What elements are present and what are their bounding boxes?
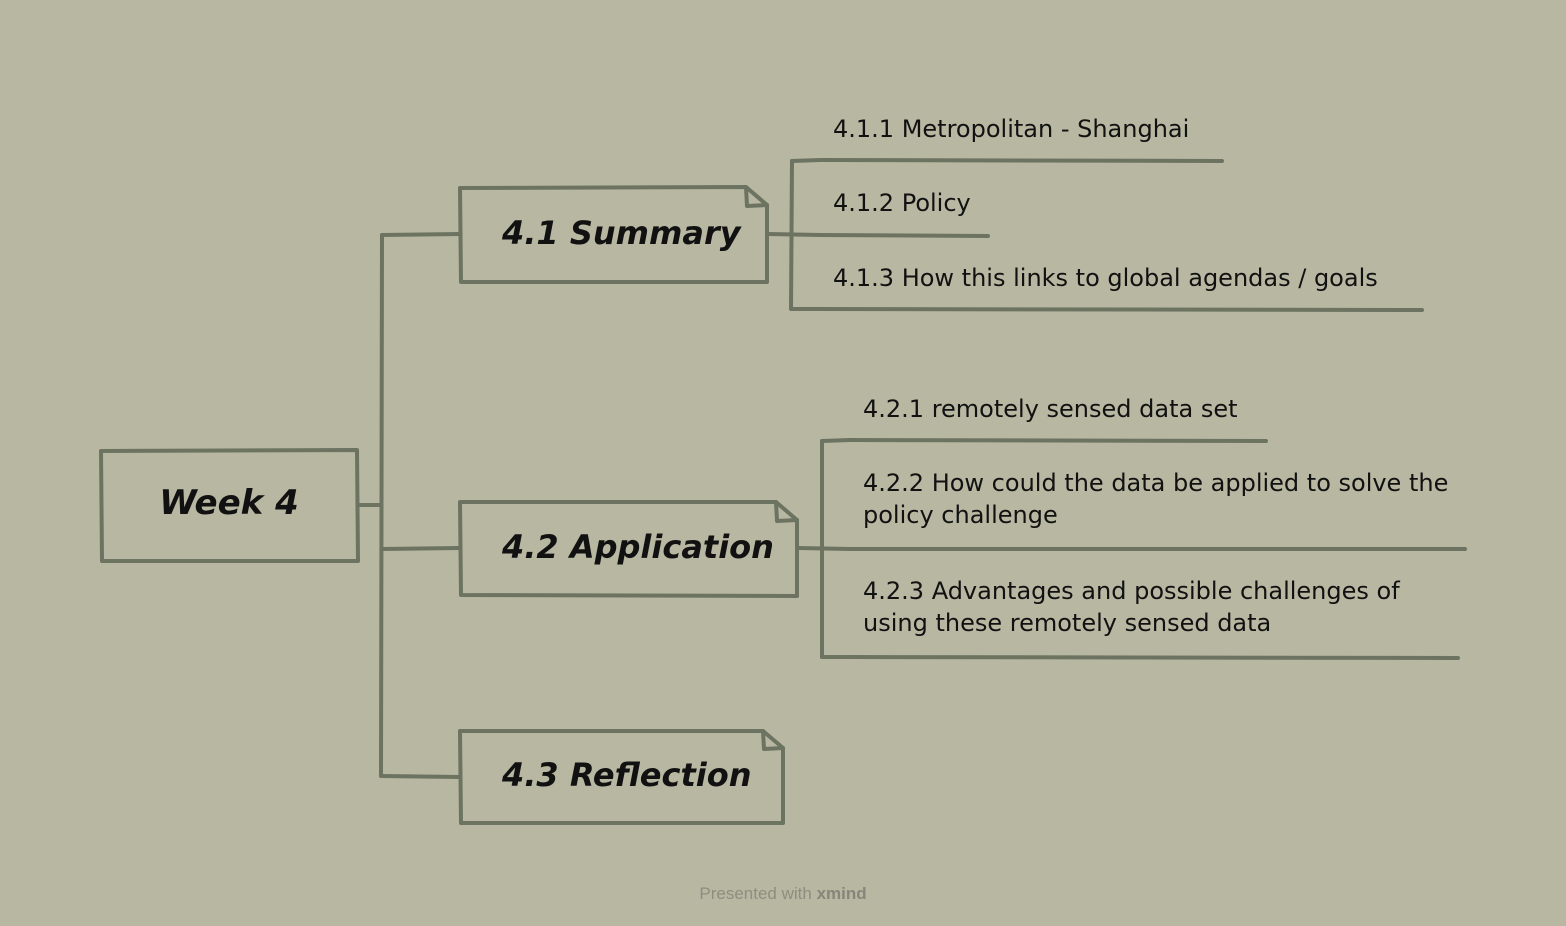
sub-underline-4-1-3: [818, 307, 1424, 312]
branch-line-application: [380, 546, 462, 551]
sub-underline-4-1-2: [818, 233, 990, 238]
topic-reflection-label[interactable]: 4.3 Reflection: [502, 756, 752, 794]
presented-with-footer: Presented with xmind: [0, 884, 1566, 904]
branch-line-summary: [380, 232, 462, 237]
subtopic-4-1-2[interactable]: 4.1.2 Policy: [833, 189, 971, 217]
summary-box: [458, 185, 769, 284]
summary-bracket: [789, 159, 794, 311]
subtopic-4-2-2[interactable]: 4.2.2 How could the data be applied to s…: [863, 469, 1449, 529]
branch-line-reflection: [380, 774, 462, 779]
reflection-box: [458, 729, 785, 825]
subtopic-4-1-3[interactable]: 4.1.3 How this links to global agendas /…: [833, 264, 1378, 292]
application-box: [458, 500, 799, 598]
subtopic-4-1-1[interactable]: 4.1.1 Metropolitan - Shanghai: [833, 115, 1190, 143]
main-spine: [379, 233, 384, 778]
subtopic-4-2-1[interactable]: 4.2.1 remotely sensed data set: [863, 395, 1238, 423]
sub-underline-4-2-1: [848, 438, 1268, 443]
summary-connector: [766, 232, 822, 237]
xmind-brand-logo: xmind: [816, 884, 867, 903]
topic-application-label[interactable]: 4.2 Application: [502, 528, 774, 566]
subtopic-4-2-3[interactable]: 4.2.3 Advantages and possible challenges…: [863, 577, 1400, 637]
topic-summary-label[interactable]: 4.1 Summary: [502, 214, 741, 252]
root-box: [99, 448, 360, 563]
root-topic-label[interactable]: Week 4: [159, 483, 299, 523]
sub-underline-4-1-1: [818, 158, 1224, 163]
footer-prefix: Presented with: [699, 884, 812, 903]
sub-underline-4-2-3: [848, 655, 1460, 660]
